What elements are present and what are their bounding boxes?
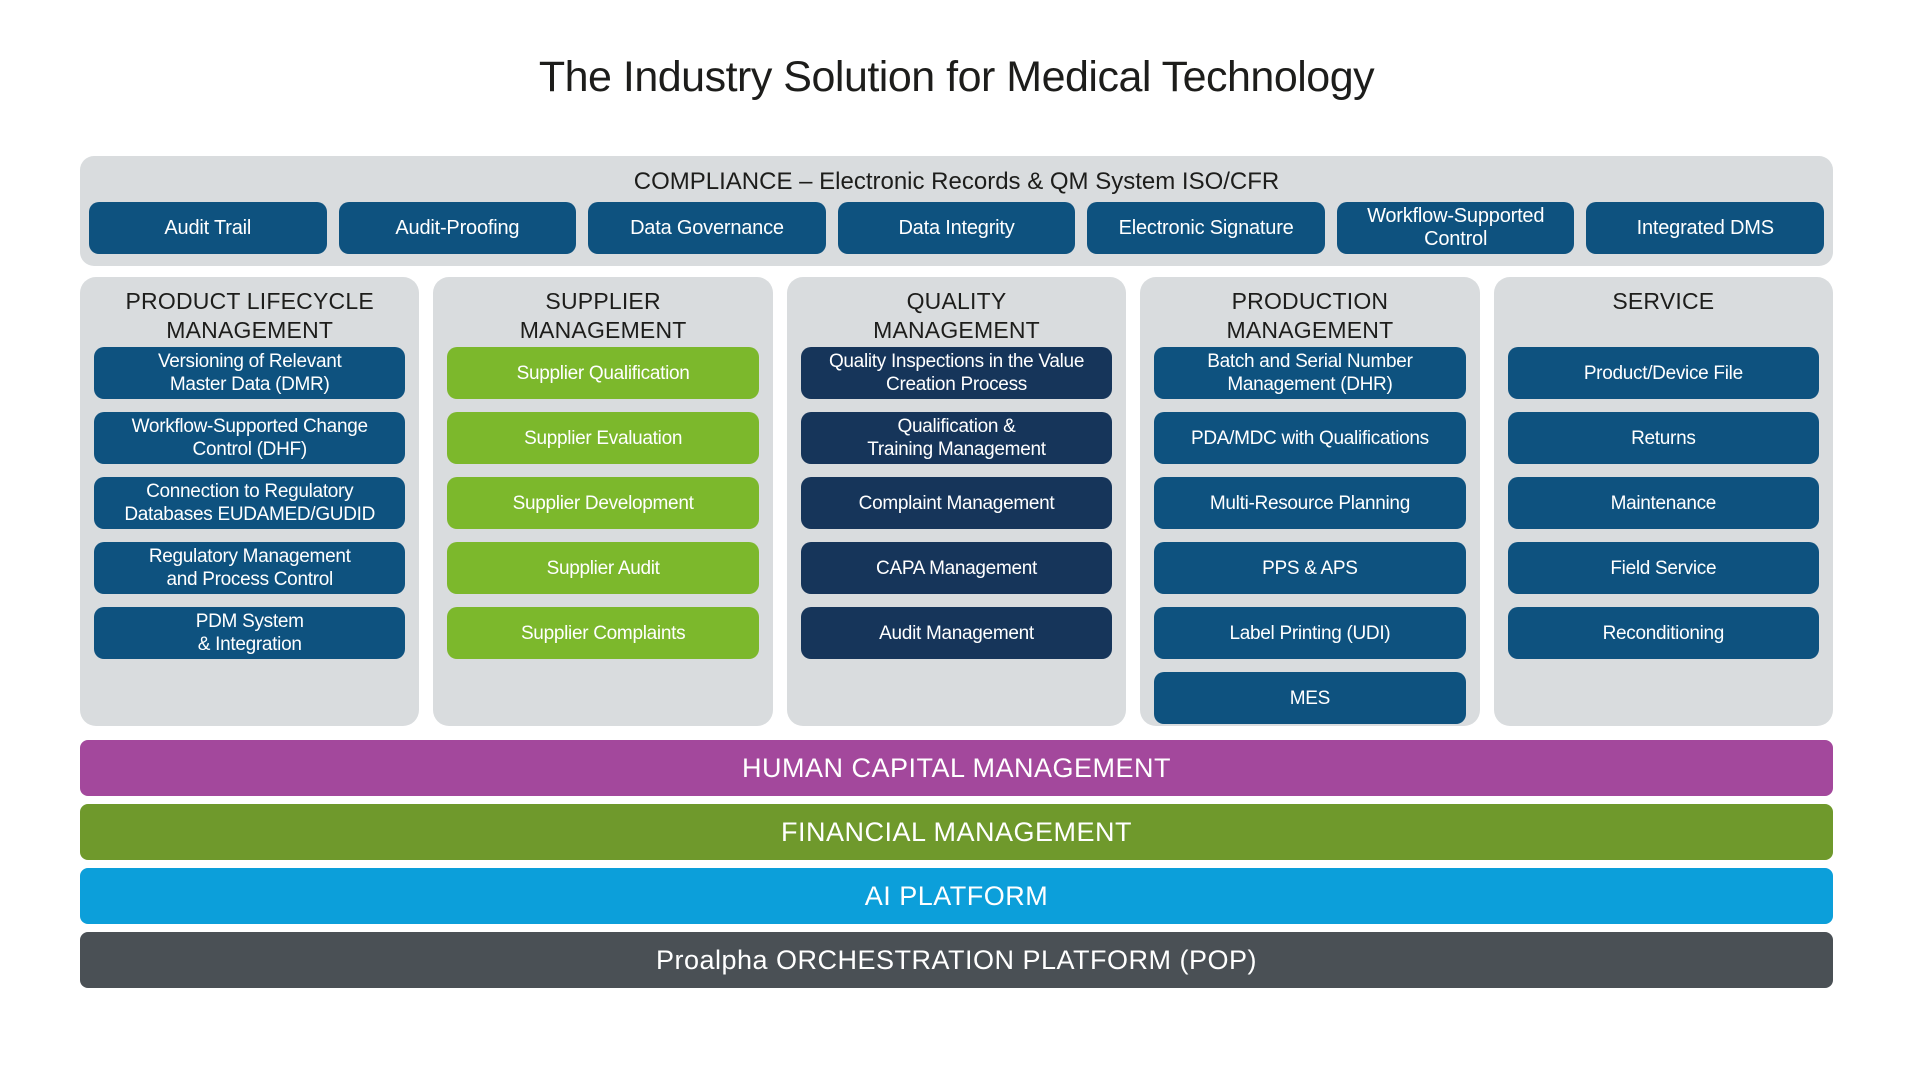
compliance-band: COMPLIANCE – Electronic Records & QM Sys… — [80, 156, 1833, 266]
column-header: QUALITY MANAGEMENT — [873, 288, 1040, 343]
pill-reconditioning: Reconditioning — [1507, 607, 1820, 659]
column-service: SERVICE Product/Device File Returns Main… — [1493, 277, 1834, 726]
pill-pdm-system-integration: PDM System & Integration — [94, 607, 406, 659]
pill-maintenance: Maintenance — [1507, 477, 1820, 529]
pill-supplier-development: Supplier Development — [447, 477, 759, 529]
column-quality-management: QUALITY MANAGEMENT Quality Inspections i… — [786, 277, 1127, 726]
pill-workflow-supported-change-control: Workflow-Supported Change Control (DHF) — [94, 412, 406, 464]
pill-returns: Returns — [1507, 412, 1820, 464]
pill-versioning-relevant-master-data: Versioning of Relevant Master Data (DMR) — [94, 347, 406, 399]
pill-qualification-training-management: Qualification & Training Management — [800, 412, 1113, 464]
pill-regulatory-management-process-control: Regulatory Management and Process Contro… — [94, 542, 406, 594]
pill-pps-aps: PPS & APS — [1154, 542, 1466, 594]
pill-capa-management: CAPA Management — [800, 542, 1113, 594]
band-ai-platform: AI PLATFORM — [80, 868, 1833, 924]
column-header: SUPPLIER MANAGEMENT — [519, 288, 687, 343]
module-columns: PRODUCT LIFECYCLE MANAGEMENT Versioning … — [80, 277, 1834, 726]
pill-audit-proofing: Audit-Proofing — [338, 202, 577, 254]
pill-data-integrity: Data Integrity — [837, 202, 1076, 254]
pill-multi-resource-planning: Multi-Resource Planning — [1154, 477, 1466, 529]
column-header: PRODUCTION MANAGEMENT — [1226, 288, 1394, 343]
pill-data-governance: Data Governance — [588, 202, 826, 254]
pill-supplier-qualification: Supplier Qualification — [447, 347, 759, 399]
column-header: PRODUCT LIFECYCLE MANAGEMENT — [125, 288, 374, 343]
pill-audit-management: Audit Management — [800, 607, 1113, 659]
pill-supplier-evaluation: Supplier Evaluation — [447, 412, 759, 464]
column-production-management: PRODUCTION MANAGEMENT Batch and Serial N… — [1140, 277, 1480, 726]
pill-field-service: Field Service — [1507, 542, 1820, 594]
compliance-pill-row: Audit Trail Audit-Proofing Data Governan… — [89, 202, 1825, 254]
band-proalpha-orchestration-platform: Proalpha ORCHESTRATION PLATFORM (POP) — [80, 932, 1833, 988]
pill-complaint-management: Complaint Management — [800, 477, 1113, 529]
pill-supplier-audit: Supplier Audit — [447, 542, 759, 594]
pill-supplier-complaints: Supplier Complaints — [447, 607, 759, 659]
pill-pda-mdc-qualifications: PDA/MDC with Qualifications — [1154, 412, 1466, 464]
page-title: The Industry Solution for Medical Techno… — [538, 53, 1375, 101]
pill-workflow-supported-control: Workflow-Supported Control — [1336, 202, 1575, 254]
medical-technology-infographic: The Industry Solution for Medical Techno… — [80, 0, 1834, 1080]
pill-electronic-signature: Electronic Signature — [1087, 202, 1325, 254]
column-supplier-management: SUPPLIER MANAGEMENT Supplier Qualificati… — [433, 277, 773, 726]
column-header: SERVICE — [1612, 288, 1715, 314]
compliance-header: COMPLIANCE – Electronic Records & QM Sys… — [633, 168, 1280, 195]
band-financial-management: FINANCIAL MANAGEMENT — [80, 804, 1833, 860]
pill-mes: MES — [1154, 672, 1466, 724]
pill-product-device-file: Product/Device File — [1507, 347, 1820, 399]
band-human-capital-management: HUMAN CAPITAL MANAGEMENT — [80, 740, 1833, 796]
pill-label-printing-udi: Label Printing (UDI) — [1154, 607, 1466, 659]
column-product-lifecycle-management: PRODUCT LIFECYCLE MANAGEMENT Versioning … — [80, 277, 420, 726]
pill-quality-inspections-value-creation: Quality Inspections in the Value Creatio… — [800, 347, 1113, 399]
pill-batch-serial-number-management: Batch and Serial Number Management (DHR) — [1154, 347, 1466, 399]
pill-connection-regulatory-databases: Connection to Regulatory Databases EUDAM… — [94, 477, 406, 529]
pill-audit-trail: Audit Trail — [89, 202, 327, 254]
pill-integrated-dms: Integrated DMS — [1586, 202, 1825, 254]
